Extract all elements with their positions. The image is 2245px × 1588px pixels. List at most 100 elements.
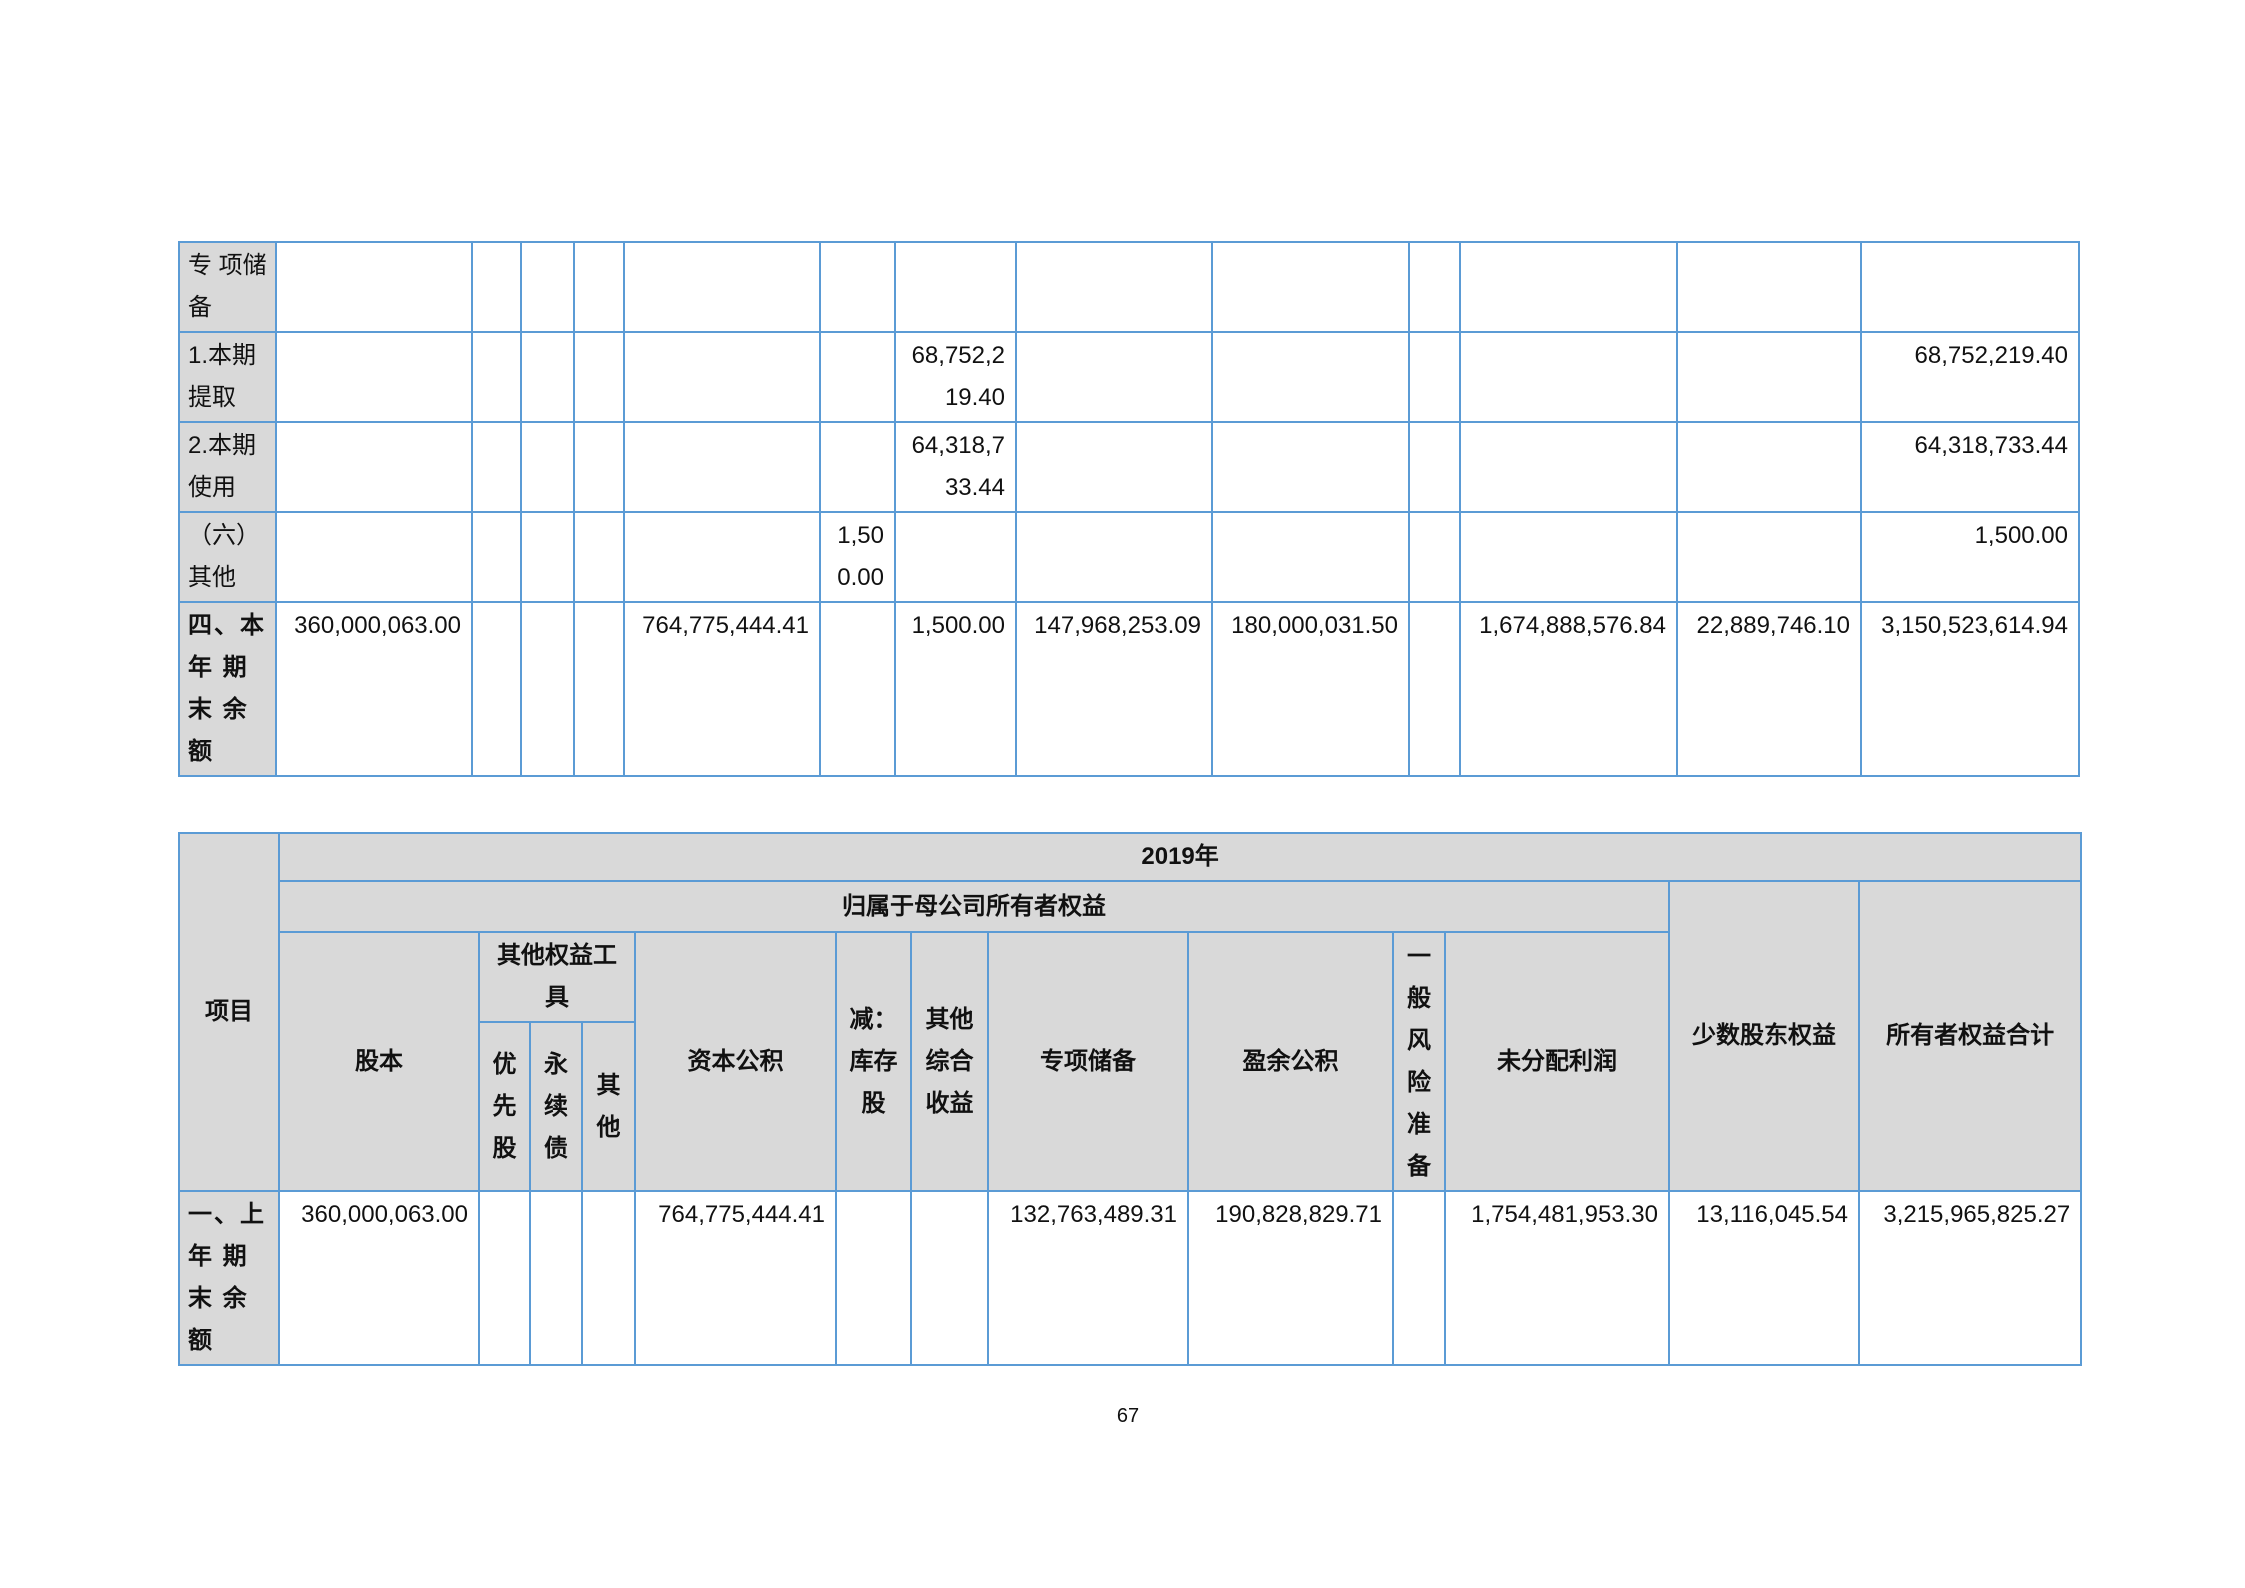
header-total-equity: 所有者权益合计 — [1857, 880, 2083, 1192]
table-cell — [573, 511, 625, 603]
table-cell — [1015, 421, 1213, 513]
table-cell — [573, 601, 625, 777]
table-cell — [1408, 601, 1461, 777]
table-cell: 360,000,063.00 — [275, 601, 473, 777]
table-row: 专 项储备 — [178, 241, 2080, 333]
table-cell — [1676, 331, 1862, 423]
table-cell — [1408, 511, 1461, 603]
table-cell — [1408, 241, 1461, 333]
table-cell: 68,752,219.40 — [894, 331, 1017, 423]
table-cell — [471, 421, 522, 513]
table-cell — [275, 421, 473, 513]
table-cell — [1459, 331, 1678, 423]
table-cell — [623, 241, 821, 333]
table-cell: 13,116,045.54 — [1668, 1190, 1860, 1366]
table-cell — [573, 241, 625, 333]
header-special-reserve: 专项储备 — [987, 931, 1189, 1192]
table-cell: 190,828,829.71 — [1187, 1190, 1394, 1366]
table-cell: 147,968,253.09 — [1015, 601, 1213, 777]
table-cell: 64,318,733.44 — [1860, 421, 2080, 513]
table-cell — [275, 511, 473, 603]
table-cell — [520, 241, 575, 333]
row-label: 2.本期使用 — [178, 421, 277, 513]
equity-changes-table-2019: 项目 2019年 归属于母公司所有者权益 少数股东权益 所有者权益合计 股本 其… — [178, 832, 2083, 1366]
table-cell: 22,889,746.10 — [1676, 601, 1862, 777]
table-cell: 68,752,219.40 — [1860, 331, 2080, 423]
table-cell: 1,500.00 — [1860, 511, 2080, 603]
header-parent-equity: 归属于母公司所有者权益 — [278, 880, 1670, 933]
table-cell: 1,500.00 — [819, 511, 896, 603]
table-cell — [471, 511, 522, 603]
table-cell — [623, 331, 821, 423]
table-cell — [1408, 421, 1461, 513]
header-surplus-reserve: 盈余公积 — [1187, 931, 1394, 1192]
table-cell — [581, 1190, 636, 1366]
row-label: 1.本期提取 — [178, 331, 277, 423]
table-cell — [529, 1190, 583, 1366]
table-cell — [1015, 511, 1213, 603]
table-cell — [471, 241, 522, 333]
table-cell — [520, 511, 575, 603]
table-cell — [520, 601, 575, 777]
row-label: 一、上 年 期 末 余 额 — [178, 1190, 280, 1366]
table-cell — [520, 421, 575, 513]
table-cell — [1211, 241, 1410, 333]
table-row: 1.本期提取 68,752,219.40 68,752,219.40 — [178, 331, 2080, 423]
table-cell — [1676, 241, 1862, 333]
table-cell: 180,000,031.50 — [1211, 601, 1410, 777]
header-preferred-stock: 优先股 — [478, 1021, 531, 1192]
table-cell — [520, 331, 575, 423]
table-cell — [1015, 241, 1213, 333]
table-cell — [819, 331, 896, 423]
header-perpetual-bond: 永续债 — [529, 1021, 583, 1192]
header-retained-earnings: 未分配利润 — [1444, 931, 1670, 1192]
table-cell — [1211, 331, 1410, 423]
table-cell: 764,775,444.41 — [623, 601, 821, 777]
table-cell — [894, 241, 1017, 333]
table-cell — [819, 421, 896, 513]
row-label: 专 项储备 — [178, 241, 277, 333]
header-capital-reserve: 资本公积 — [634, 931, 837, 1192]
table-cell — [1015, 331, 1213, 423]
row-label: （六）其他 — [178, 511, 277, 603]
table-cell — [1211, 511, 1410, 603]
table-cell — [478, 1190, 531, 1366]
table-cell — [1459, 241, 1678, 333]
table-cell — [1459, 511, 1678, 603]
table-cell — [471, 601, 522, 777]
table-cell — [275, 241, 473, 333]
header-share-capital: 股本 — [278, 931, 480, 1192]
table-cell: 1,754,481,953.30 — [1444, 1190, 1670, 1366]
table-cell — [1676, 421, 1862, 513]
header-year: 2019年 — [277, 832, 2083, 882]
table-cell — [1459, 421, 1678, 513]
table-cell — [1211, 421, 1410, 513]
table-cell — [1392, 1190, 1446, 1366]
table-cell: 132,763,489.31 — [987, 1190, 1189, 1366]
table-cell — [894, 511, 1017, 603]
header-other: 其他 — [581, 1021, 636, 1192]
page-number: 67 — [1116, 1405, 1140, 1427]
header-item: 项目 — [178, 832, 280, 1192]
table-cell: 3,150,523,614.94 — [1860, 601, 2080, 777]
header-treasury-stock: 减：库存股 — [835, 931, 912, 1192]
row-label: 四、本 年 期 末 余 额 — [178, 601, 277, 777]
table-cell — [1408, 331, 1461, 423]
table-row: （六）其他 1,500.00 1,500.00 — [178, 511, 2080, 603]
table-cell: 1,674,888,576.84 — [1459, 601, 1678, 777]
header-other-equity-instruments: 其他权益工具 — [478, 931, 636, 1023]
table-cell — [623, 421, 821, 513]
table-cell: 360,000,063.00 — [278, 1190, 480, 1366]
table-cell — [910, 1190, 989, 1366]
table-cell — [275, 331, 473, 423]
header-oci: 其他综合收益 — [910, 931, 989, 1192]
table-cell: 3,215,965,825.27 — [1857, 1190, 2083, 1366]
header-general-risk-reserve: 一般风险准备 — [1392, 931, 1446, 1192]
table-cell — [623, 511, 821, 603]
table-cell — [1676, 511, 1862, 603]
table-cell — [819, 241, 896, 333]
